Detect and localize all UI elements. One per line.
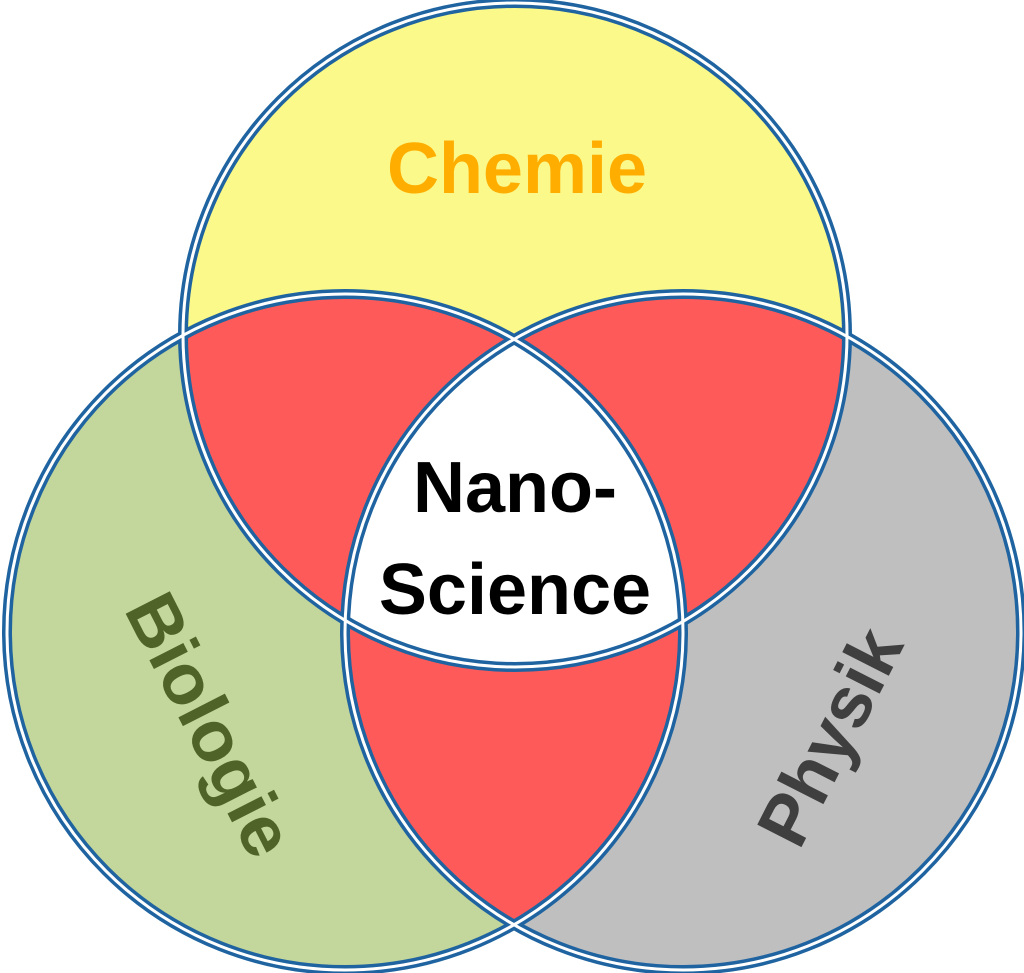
chemie-label: Chemie: [387, 129, 647, 209]
nanoscience-center-region: [345, 294, 683, 667]
nanoscience-label-line2: Science: [379, 550, 651, 630]
nanoscience-label-line1: Nano-: [413, 448, 617, 528]
